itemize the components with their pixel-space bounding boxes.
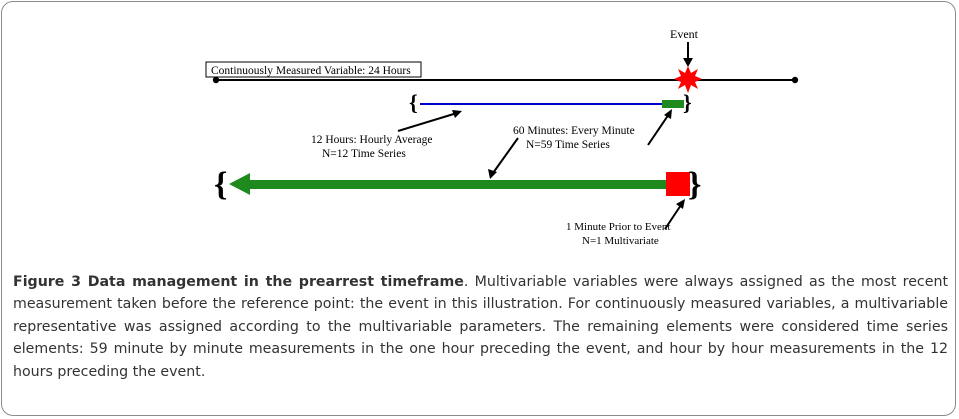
one-minute-pointer-head	[676, 199, 685, 209]
twelve-hour-pointer-head	[452, 110, 462, 118]
variable-label: Continuously Measured Variable: 24 Hours	[211, 65, 411, 77]
twelve-hour-right-brace: }	[683, 90, 692, 115]
timeline-diagram: Continuously Measured Variable: 24 Hours…	[205, 27, 799, 247]
expanded-right-brace: }	[688, 166, 701, 203]
figure-caption: Figure 3 Data management in the prearres…	[13, 271, 948, 383]
one-minute-label-line2: N=1 Multivariate	[582, 235, 659, 247]
one-minute-pointer	[664, 204, 682, 230]
event-label: Event	[670, 27, 699, 41]
caption-title: Figure 3 Data management in the prearres…	[13, 274, 464, 290]
twelve-hour-pointer	[397, 112, 458, 132]
caption-body: . Multivariable variables were always as…	[13, 274, 949, 380]
event-arrowhead	[683, 58, 693, 67]
event-burst-icon	[674, 66, 702, 93]
variable-label-box	[205, 61, 422, 78]
one-minute-block	[666, 172, 690, 196]
timeline-start-dot	[212, 76, 220, 84]
expanded-green-bar	[249, 180, 667, 189]
twelve-hour-lower-pointer	[492, 137, 519, 174]
twelve-hour-lower-pointer-head	[488, 169, 497, 179]
expanded-arrowhead	[229, 173, 250, 195]
sixty-minute-pointer	[647, 113, 670, 146]
twelve-hour-left-brace: {	[409, 90, 418, 115]
sixty-minute-label-line1: 60 Minutes: Every Minute	[513, 125, 635, 137]
sixty-minute-pointer-head	[664, 109, 672, 119]
twelve-hour-label-line2: N=12 Time Series	[322, 148, 406, 160]
timeline-end-dot	[791, 76, 799, 84]
sixty-minute-segment	[662, 100, 684, 108]
sixty-minute-label-line2: N=59 Time Series	[526, 139, 610, 151]
one-minute-label-line1: 1 Minute Prior to Event	[566, 221, 671, 233]
expanded-left-brace: {	[214, 166, 227, 203]
twelve-hour-label-line1: 12 Hours: Hourly Average	[311, 134, 432, 146]
